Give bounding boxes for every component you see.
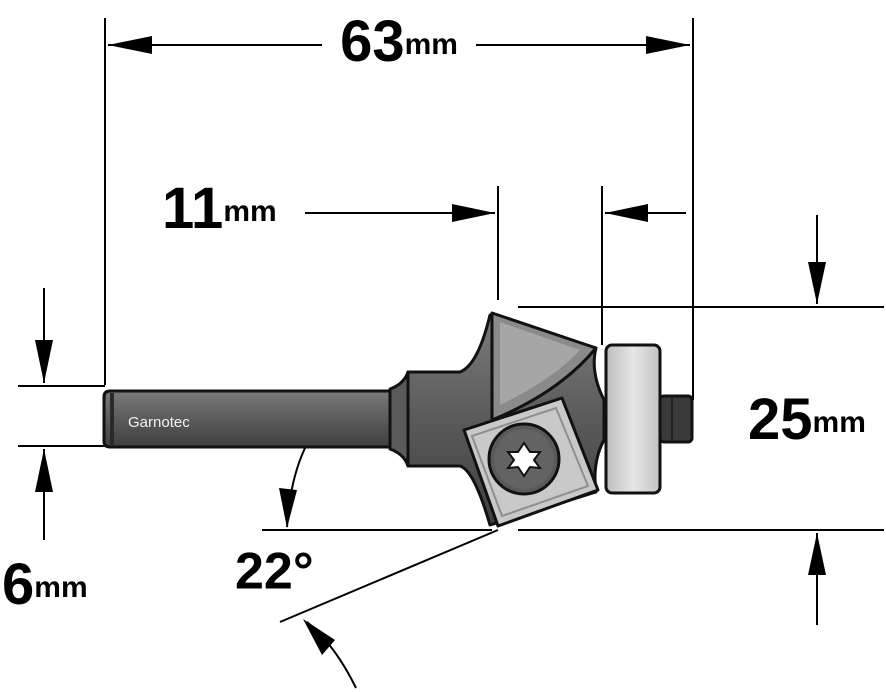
dim-label-25: 25mm xyxy=(748,387,866,452)
arrow-angle-lower xyxy=(303,619,335,655)
arrow-25-bottom xyxy=(808,533,826,575)
chamfer-highlight xyxy=(500,322,580,405)
arrow-6-bottom xyxy=(35,449,53,492)
torx-head-icon xyxy=(505,441,543,478)
shank xyxy=(102,389,394,449)
arrow-63-right xyxy=(646,36,690,54)
arrow-25-top xyxy=(808,262,826,304)
shank-brand-label: Garnotec xyxy=(128,414,190,431)
arrow-6-top xyxy=(35,340,53,383)
carbide-insert-bevel xyxy=(470,406,590,518)
extension-lines xyxy=(18,18,884,623)
bearing-screw xyxy=(658,394,694,444)
arrow-angle-upper xyxy=(279,488,297,528)
dimension-lines xyxy=(35,36,826,689)
router-bit: Garnotec xyxy=(102,311,694,528)
dim-label-6: 6mm xyxy=(2,552,88,617)
dim-label-63: 63mm xyxy=(340,9,458,74)
arrow-11-right xyxy=(605,204,648,222)
arrow-11-left xyxy=(452,204,495,222)
guide-bearing xyxy=(604,343,662,495)
angle-label-22: 22° xyxy=(235,543,314,601)
neck xyxy=(388,370,410,468)
dim-label-11: 11mm xyxy=(162,176,277,241)
dimension-labels: 63mm 11mm 25mm 6mm 22° xyxy=(2,9,866,617)
ext-line-angle-edge xyxy=(279,529,499,623)
arrow-63-left xyxy=(108,36,152,54)
